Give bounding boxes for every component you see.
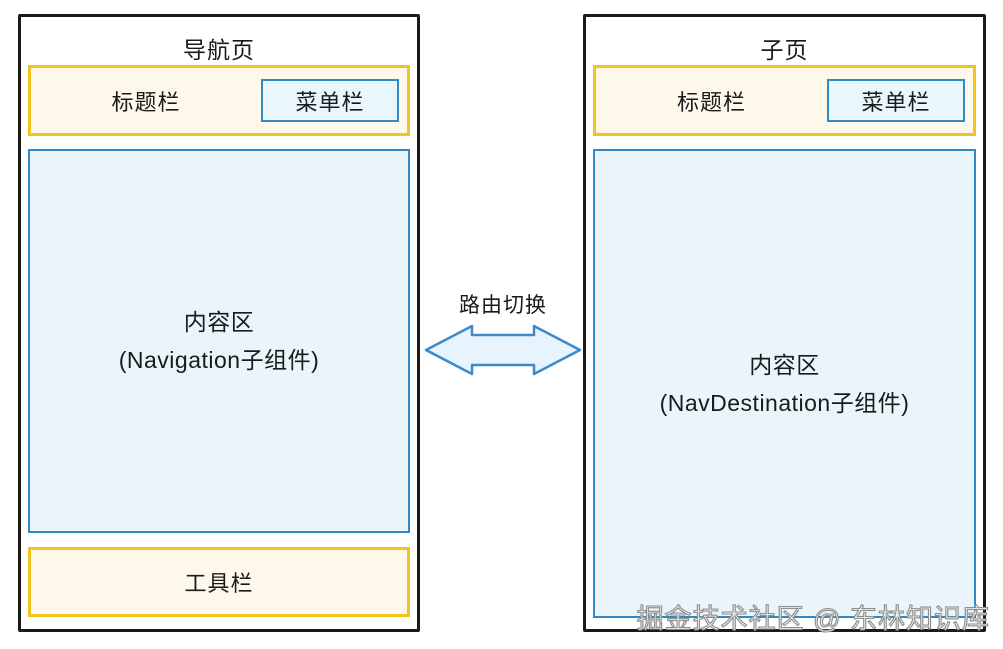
sub-content-area: 内容区 (NavDestination子组件)	[593, 149, 976, 618]
content-line1: 内容区	[183, 309, 255, 335]
sub-title-bar: 标题栏 菜单栏	[593, 65, 976, 136]
navigation-toolbar: 工具栏	[28, 547, 410, 617]
sub-page-panel: 子页 标题栏 菜单栏 内容区 (NavDestination子组件)	[583, 14, 986, 632]
menu-bar-box: 菜单栏	[261, 79, 399, 122]
watermark-text: 掘金技术社区 @ 东林知识库	[636, 603, 990, 634]
content-line2: (NavDestination子组件)	[659, 389, 910, 416]
navigation-page-title: 导航页	[183, 37, 255, 63]
toolbar-label: 工具栏	[184, 571, 254, 596]
title-bar-label: 标题栏	[676, 89, 746, 115]
title-bar-label: 标题栏	[111, 89, 181, 115]
navigation-page-panel: 导航页 标题栏 菜单栏 内容区 (Navigation子组件) 工具栏	[18, 14, 420, 632]
sub-page-title: 子页	[760, 37, 809, 63]
navigation-title-bar: 标题栏 菜单栏	[28, 65, 410, 136]
route-switch-group: 路由切换	[424, 289, 582, 377]
menu-bar-box: 菜单栏	[827, 79, 965, 122]
double-arrow-icon	[424, 324, 582, 376]
route-switch-label: 路由切换	[459, 294, 547, 317]
content-line1: 内容区	[749, 351, 820, 378]
navigation-content-area: 内容区 (Navigation子组件)	[28, 149, 410, 533]
content-line2: (Navigation子组件)	[118, 347, 320, 373]
